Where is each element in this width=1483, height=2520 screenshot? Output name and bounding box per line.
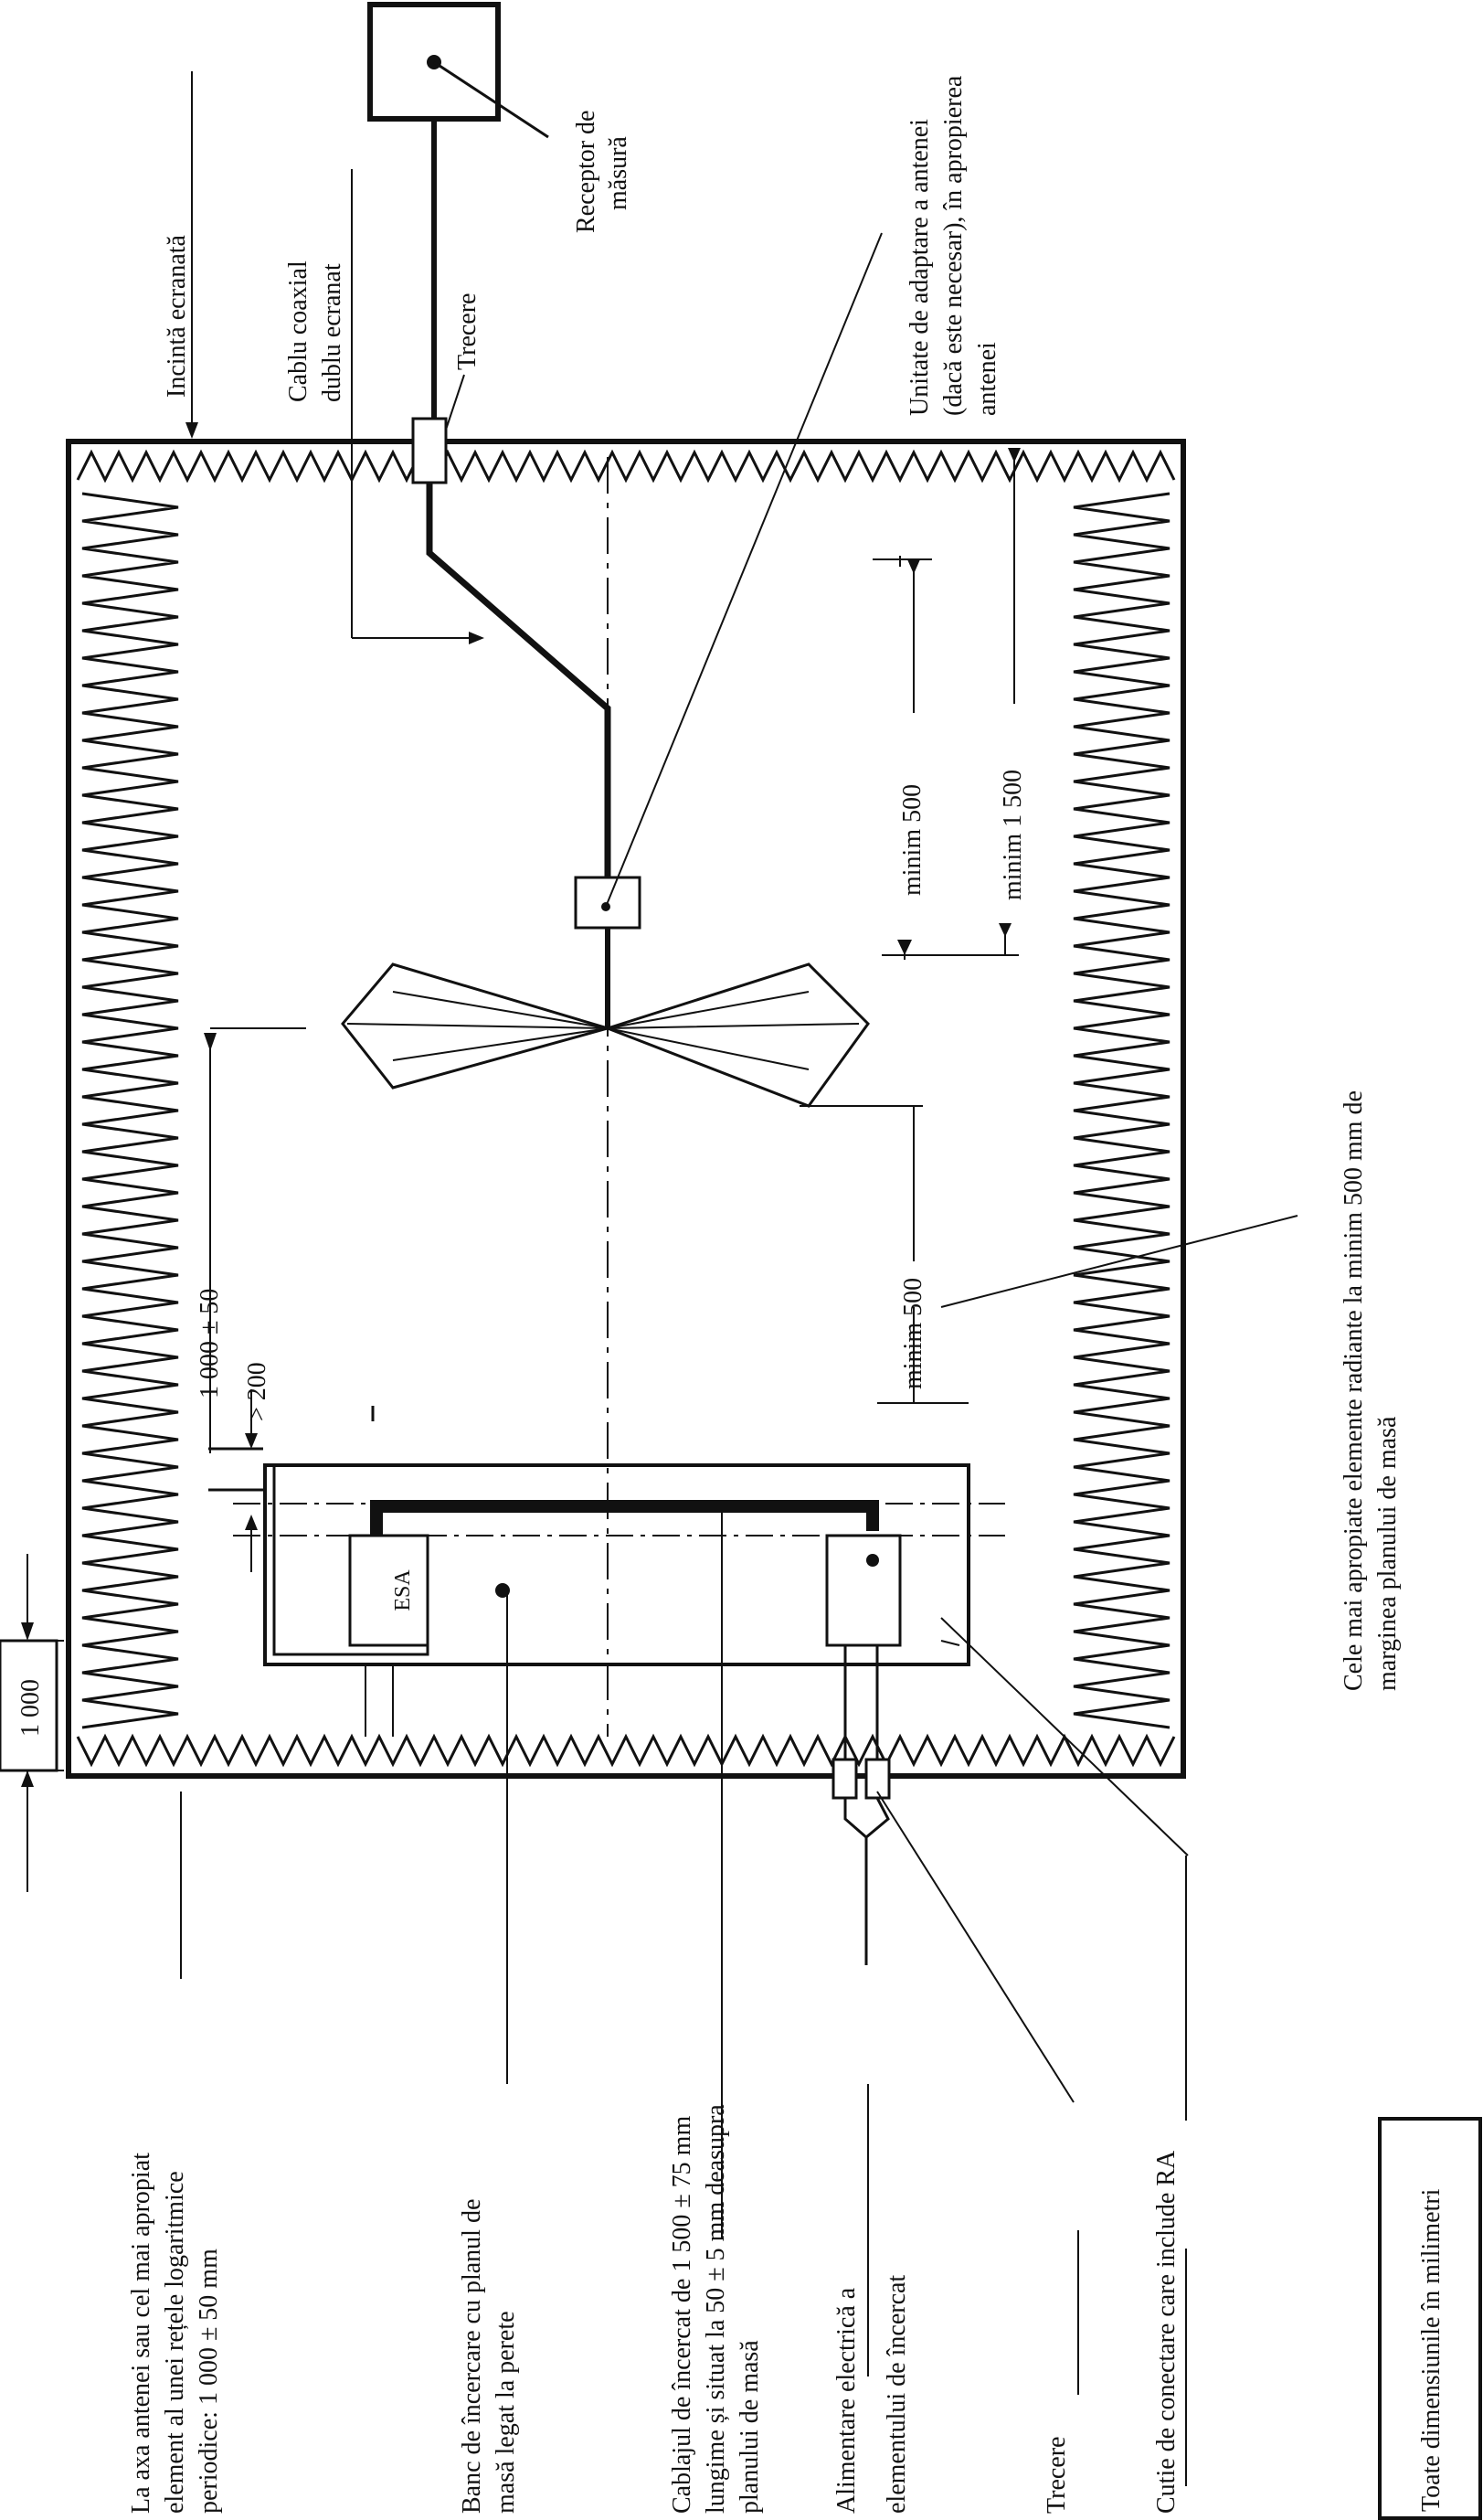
- note-box: [1378, 2117, 1482, 2520]
- absorber-right: [1073, 492, 1171, 1729]
- adapter-label-2: (dacă este necesar), în apropierea: [939, 75, 968, 416]
- coax-cable: [411, 119, 611, 877]
- dim-1000-label: 1 000: [16, 1679, 45, 1737]
- feedthrough-top-label: Trecere: [453, 293, 482, 370]
- harness-label-3: planului de masă: [736, 2340, 764, 2514]
- labels: Incintă ecranată Cablu coaxial dublu ecr…: [16, 75, 1446, 2514]
- axis-label-3: periodice: 1 000 ± 50 mm: [195, 2249, 223, 2514]
- power-label-1: Alimentare electrică a: [832, 2287, 861, 2514]
- dimension-lines: [0, 448, 1021, 1892]
- absorber-left: [81, 492, 179, 1729]
- axis-label-2: element al unei rețele logaritmice: [161, 2171, 189, 2514]
- dim-gt200-label: > 200: [243, 1362, 271, 1421]
- absorber-bottom: [76, 1733, 1176, 1768]
- enclosure-label: Incintă ecranată: [163, 234, 191, 398]
- feedthrough-bottom-label: Trecere: [1043, 2437, 1071, 2514]
- coax-label-2: dublu ecranat: [318, 263, 346, 402]
- dim-500-top-label: minim 500: [898, 784, 927, 896]
- shielded-enclosure: [66, 439, 1186, 1779]
- power-connections: [365, 1645, 891, 1965]
- feedthrough-bottom-1: [832, 1758, 858, 1800]
- coax-label-1: Cablu coaxial: [284, 261, 312, 402]
- dim-1000-box: [0, 1639, 58, 1772]
- harness-label-2: lungime și situat la 50 ± 5 mm deasupra: [702, 2104, 730, 2514]
- leader-lines: [180, 71, 1298, 2486]
- receiver-label-1: Receptor de: [572, 111, 600, 234]
- biconical-antenna: [341, 962, 870, 1108]
- radiating-label-2: marginea planului de masă: [1373, 1416, 1402, 1691]
- power-label-2: elementului de încercat: [883, 2275, 911, 2514]
- bench-label-2: masă legat la perete: [492, 2311, 520, 2514]
- bench-label-1: Banc de încercare cu planul de: [458, 2199, 486, 2514]
- radiating-label-1: Cele mai apropiate elemente radiante la …: [1340, 1090, 1368, 1691]
- note-label: Toate dimensiunile în milimetri: [1417, 2188, 1446, 2512]
- dim-1500-label: minim 1 500: [999, 770, 1027, 900]
- adapter-label-1: Unitate de adaptare a antenei: [906, 119, 934, 416]
- esa-box: [348, 1534, 429, 1647]
- junction-box: [825, 1534, 902, 1647]
- receiver-label-2: măsură: [604, 136, 632, 210]
- esa-label: ESA: [391, 1569, 415, 1611]
- junction-label: Cutie de conectare care include RA: [1152, 2150, 1181, 2514]
- absorber-top: [76, 449, 1176, 484]
- adapter-label-3: antenei: [973, 342, 1001, 416]
- harness-label-1: Cablajul de încercat de 1 500 ± 75 mm: [668, 2116, 696, 2514]
- dim-1000-pm50-label: 1 000 ± 50: [196, 1289, 224, 1398]
- axis-label-1: La axa antenei sau cel mai apropiat: [127, 2153, 155, 2514]
- test-bench: ESA: [208, 1406, 1005, 1666]
- feedthrough-top: [411, 417, 448, 484]
- measuring-receiver: [367, 2, 549, 139]
- dim-500-bottom-label: minim 500: [899, 1278, 927, 1389]
